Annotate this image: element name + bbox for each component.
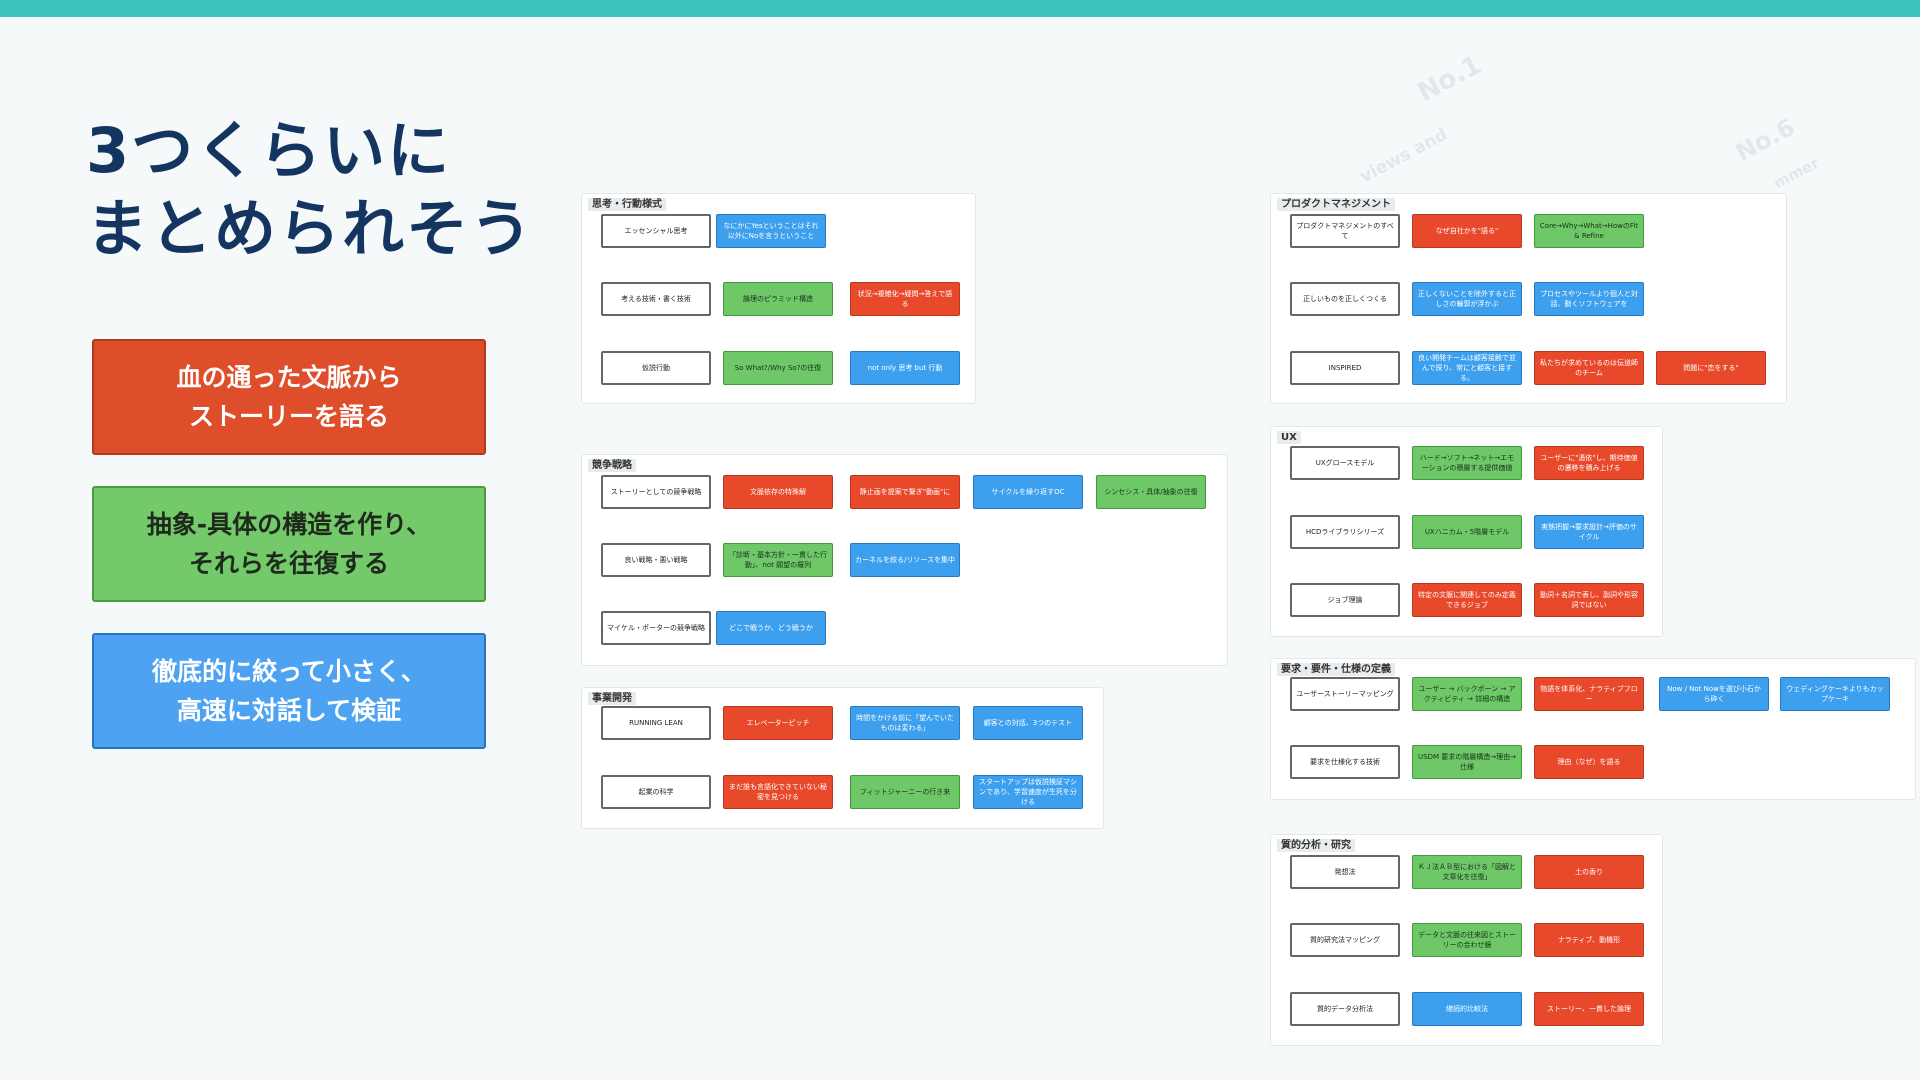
node[interactable]: 時間をかける前に「望んでいたものは変わる」 [850, 706, 960, 740]
node[interactable]: 状況→複雑化→疑問→答えで語る [850, 282, 960, 316]
node[interactable]: ウェディングケーキよりもカップケーキ [1780, 677, 1890, 711]
node[interactable]: 要求を仕様化する技術 [1290, 745, 1400, 779]
node[interactable]: HCDライブラリシリーズ [1290, 515, 1400, 549]
node[interactable]: INSPIRED [1290, 351, 1400, 385]
node[interactable]: ユーザー → バックボーン → アクティビティ → 詳細の構造 [1412, 677, 1522, 711]
summary-card-story: 血の通った文脈からストーリーを語る [92, 339, 486, 455]
title-line-2: まとめられそう [86, 192, 535, 265]
node[interactable]: UXグロースモデル [1290, 446, 1400, 480]
node[interactable]: プロダクトマネジメントのすべて [1290, 214, 1400, 248]
panel-ux: UX UXグロースモデル ハード→ソフト→ネット→エモーションの積層する提供価値… [1270, 426, 1663, 637]
node[interactable]: なにかにYesということはそれ以外にNoを言うということ [716, 214, 826, 248]
node[interactable]: UXハニカム・5階層モデル [1412, 515, 1522, 549]
summary-card-abstract-concrete: 抽象-具体の構造を作り、それらを往復する [92, 486, 486, 602]
panel-title: 思考・行動様式 [588, 198, 666, 211]
node[interactable]: プロセスやツールより個人と対話、動くソフトウェアを [1534, 282, 1644, 316]
node[interactable]: 実態把握→要求設計→評価のサイクル [1534, 515, 1644, 549]
node[interactable]: 顧客との対話、3つのテスト [973, 706, 1083, 740]
node[interactable]: エッセンシャル思考 [601, 214, 711, 248]
title-line-1: 3つくらいに [86, 114, 452, 187]
panel-product: プロダクトマネジメント プロダクトマネジメントのすべて なぜ自社かを"語る" C… [1270, 193, 1787, 404]
panel-requirements: 要求・要件・仕様の定義 ユーザーストーリーマッピング ユーザー → バックボーン… [1270, 658, 1916, 800]
summary-card-small-fast: 徹底的に絞って小さく、高速に対話して検証 [92, 633, 486, 749]
node[interactable]: どこで戦うか、どう戦うか [716, 611, 826, 645]
node[interactable]: 質的研究法マッピング [1290, 923, 1400, 957]
node[interactable]: 動詞＋名詞で表し、副詞や形容詞ではない [1534, 583, 1644, 617]
node[interactable]: 土の香り [1534, 855, 1644, 889]
panel-competition: 競争戦略 ストーリーとしての競争戦略 文脈依存の特殊解 静止画を提案で繋ぎ"動画… [581, 454, 1228, 666]
node[interactable]: ユーザーストーリーマッピング [1290, 677, 1400, 711]
node[interactable]: 正しくないことを除外すると正しさの輪郭が浮かぶ [1412, 282, 1522, 316]
node[interactable]: ユーザーに"憑依"し、期待価値の遷移を積み上げる [1534, 446, 1644, 480]
background-decoration: No.6 [1731, 112, 1800, 168]
node[interactable]: まだ誰も言語化できていない秘密を見つける [723, 775, 833, 809]
panel-title: UX [1277, 431, 1301, 444]
page-title: 3つくらいに まとめられそう [86, 112, 534, 268]
node[interactable]: 仮説行動 [601, 351, 711, 385]
node[interactable]: not only 思考 but 行動 [850, 351, 960, 385]
node[interactable]: フィットジャーニーの行き来 [850, 775, 960, 809]
node[interactable]: 特定の文脈に関連してのみ定義できるジョブ [1412, 583, 1522, 617]
panel-title: 要求・要件・仕様の定義 [1277, 663, 1395, 676]
node[interactable]: ハード→ソフト→ネット→エモーションの積層する提供価値 [1412, 446, 1522, 480]
node[interactable]: 継続的比較法 [1412, 992, 1522, 1026]
top-accent-bar [0, 0, 1920, 17]
node[interactable]: ナラティブ、動機形 [1534, 923, 1644, 957]
node[interactable]: 問題に"恋をする" [1656, 351, 1766, 385]
panel-business: 事業開発 RUNNING LEAN エレベーターピッチ 時間をかける前に「望んで… [581, 687, 1104, 829]
node[interactable]: 静止画を提案で繋ぎ"動画"に [850, 475, 960, 509]
node[interactable]: エレベーターピッチ [723, 706, 833, 740]
background-decoration: No.1 [1412, 49, 1487, 109]
node[interactable]: 良い戦略・悪い戦略 [601, 543, 711, 577]
panel-title: 質的分析・研究 [1277, 839, 1355, 852]
background-decoration: views and [1356, 124, 1452, 188]
node[interactable]: USDM 要求の階層構造→理由→仕様 [1412, 745, 1522, 779]
node[interactable]: 発想法 [1290, 855, 1400, 889]
node[interactable]: RUNNING LEAN [601, 706, 711, 740]
node[interactable]: 良い開発チームは顧客接触で並んで探り、常にと顧客と接する。 [1412, 351, 1522, 385]
node[interactable]: データと文脈の往来図とストーリーの合わせ鏡 [1412, 923, 1522, 957]
node[interactable]: 正しいものを正しくつくる [1290, 282, 1400, 316]
node[interactable]: 質的データ分析法 [1290, 992, 1400, 1026]
node[interactable]: スタートアップは仮説検証マシンであり、学習速度が生死を分ける [973, 775, 1083, 809]
node[interactable]: ストーリーとしての競争戦略 [601, 475, 711, 509]
node[interactable]: 私たちが求めているのは伝道師のチーム [1534, 351, 1644, 385]
panel-title: プロダクトマネジメント [1277, 198, 1395, 211]
node[interactable]: Now / Not Nowを選び小石から砕く [1659, 677, 1769, 711]
node[interactable]: マイケル・ポーターの競争戦略 [601, 611, 711, 645]
node[interactable]: ＫＪ法ＡＢ型における「図解と文章化を往復」 [1412, 855, 1522, 889]
node[interactable]: シンセシス・具体/抽象の往復 [1096, 475, 1206, 509]
node[interactable]: カーネルを絞る/リソースを集中 [850, 543, 960, 577]
node[interactable]: 起業の科学 [601, 775, 711, 809]
node[interactable]: 「診断・基本方針・一貫した行動」、not 願望の羅列 [723, 543, 833, 577]
node[interactable]: 理由（なぜ）を語る [1534, 745, 1644, 779]
node[interactable]: 論理のピラミッド構造 [723, 282, 833, 316]
background-decoration: mmer [1770, 153, 1823, 193]
node[interactable]: 考える技術・書く技術 [601, 282, 711, 316]
node[interactable]: なぜ自社かを"語る" [1412, 214, 1522, 248]
node[interactable]: 文脈依存の特殊解 [723, 475, 833, 509]
panel-qualitative: 質的分析・研究 発想法 ＫＪ法ＡＢ型における「図解と文章化を往復」 土の香り 質… [1270, 834, 1663, 1046]
node[interactable]: 物語を体系化、ナラティブフロー [1534, 677, 1644, 711]
node[interactable]: ジョブ理論 [1290, 583, 1400, 617]
node[interactable]: So What?/Why So?の往復 [723, 351, 833, 385]
node[interactable]: サイクルを繰り返すOC [973, 475, 1083, 509]
panel-title: 競争戦略 [588, 459, 636, 472]
node[interactable]: Core→Why→What→HowのFit & Refine [1534, 214, 1644, 248]
panel-title: 事業開発 [588, 692, 636, 705]
node[interactable]: ストーリー、一貫した論理 [1534, 992, 1644, 1026]
panel-thinking: 思考・行動様式 エッセンシャル思考 なにかにYesということはそれ以外にNoを言… [581, 193, 976, 404]
